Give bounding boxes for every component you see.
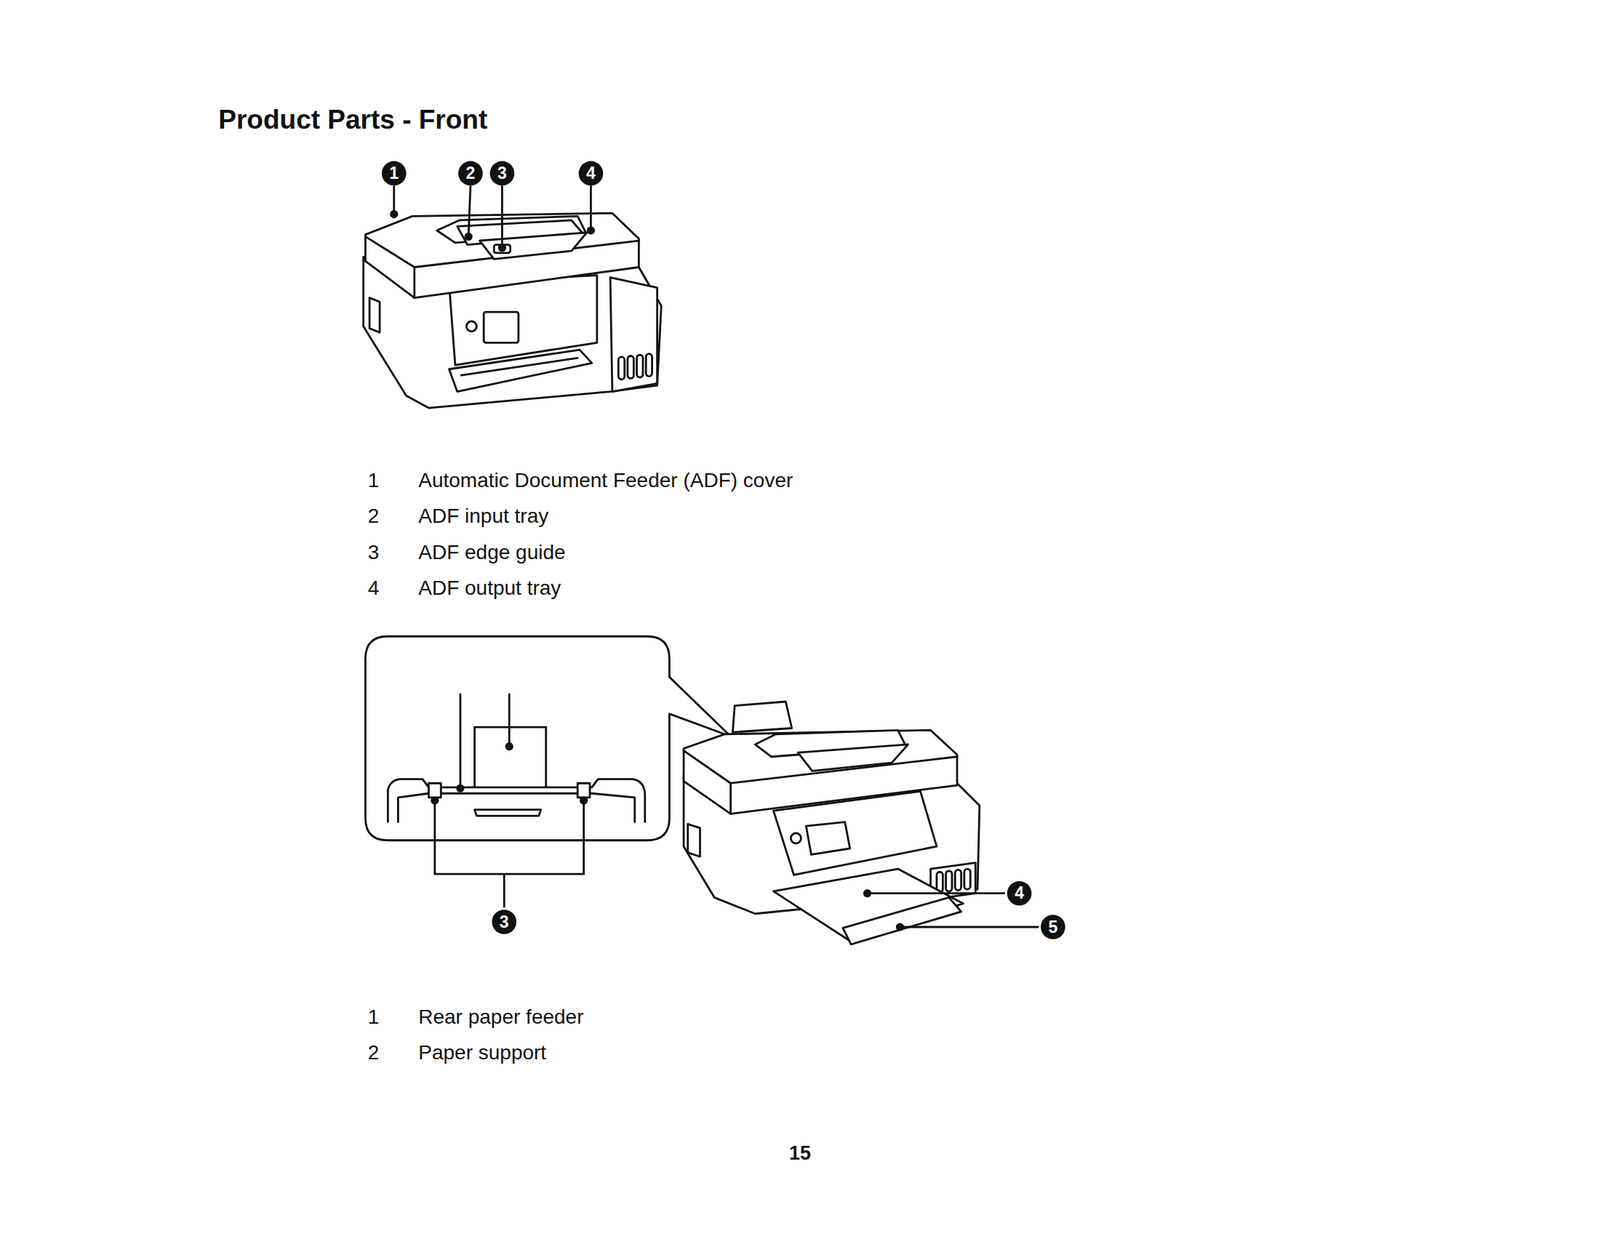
leader-line (501, 185, 504, 248)
leader-dot (864, 890, 870, 897)
leader-line (392, 185, 395, 214)
paper-support-up (732, 701, 792, 733)
rear-paper-feeder (387, 779, 645, 823)
callout-number: 2 (496, 668, 522, 694)
callout-number: 4 (1007, 881, 1032, 907)
power-button (790, 833, 801, 844)
scanner-lid (683, 730, 958, 814)
output-tray (448, 349, 592, 392)
callout-circle (1007, 881, 1032, 907)
leader-line (459, 693, 462, 789)
list-number: 4 (368, 576, 380, 600)
feeder-tab (474, 810, 542, 816)
adf-output-tray (480, 232, 587, 259)
callout-number: 3 (489, 161, 515, 187)
edge-guide-right (577, 783, 590, 798)
leader-lines (391, 185, 595, 251)
leader-dot (465, 233, 472, 240)
callout-circle (381, 161, 407, 187)
leader-line (468, 185, 471, 237)
callout-circle (578, 161, 604, 187)
part-name: Paper support (418, 1041, 547, 1065)
ink-window (637, 354, 643, 378)
ink-windows (618, 354, 652, 380)
leader-dot (457, 785, 464, 792)
callout-number: 1 (381, 161, 407, 187)
adf-edge-guide (493, 245, 510, 254)
ink-window (645, 354, 652, 377)
detail-callout (365, 636, 731, 841)
leader-dot (506, 744, 512, 750)
list-number: 2 (368, 504, 380, 528)
left-slot (369, 298, 380, 334)
list-number: 1 (368, 469, 380, 493)
ink-window (954, 869, 961, 891)
ink-window (627, 356, 634, 379)
callout-number: 5 (1040, 915, 1066, 941)
scanner-lid-edge (365, 236, 639, 298)
power-button (466, 321, 477, 332)
leader-dot (896, 924, 903, 931)
left-slot (688, 824, 701, 857)
output-tray-inner (461, 357, 578, 376)
lcd-screen (483, 312, 519, 343)
feeder-slot (397, 793, 635, 822)
detail-frame (365, 636, 731, 841)
page-title: Product Parts - Front (218, 104, 488, 136)
leader-line (867, 892, 1006, 895)
leader-dot (580, 797, 587, 804)
callout-circle (490, 161, 515, 187)
callout-number: 3 (491, 910, 517, 936)
callout-number: 2 (458, 161, 483, 187)
ink-window (964, 869, 971, 890)
part-name: Automatic Document Feeder (ADF) cover (418, 469, 793, 493)
leader-dot (391, 210, 398, 217)
callout-circle (491, 909, 517, 935)
callout-circle (1040, 914, 1066, 940)
callout-number: 1 (448, 668, 474, 694)
part-name: Rear paper feeder (418, 1005, 584, 1030)
adf-output (797, 744, 908, 771)
printer-extended (683, 701, 980, 945)
page-number: 15 (789, 1142, 811, 1166)
callout-circle (458, 161, 483, 187)
ink-windows (936, 869, 971, 893)
leader-line (899, 926, 1039, 929)
list-number: 2 (368, 1041, 380, 1065)
detail-leaders (432, 693, 587, 909)
leader-dot (432, 797, 438, 804)
output-tray-extension (842, 897, 962, 945)
bracket (434, 800, 584, 908)
lcd-screen (805, 822, 850, 856)
ink-tank (610, 277, 658, 392)
leader-dot (498, 245, 505, 251)
part-name: ADF input tray (418, 504, 549, 528)
ink-window (618, 357, 624, 380)
part-name: ADF edge guide (418, 541, 566, 565)
ink-window (946, 871, 952, 892)
part-name: ADF output tray (418, 576, 561, 600)
leader-dot (587, 227, 594, 234)
printer-front (363, 213, 662, 408)
tray-leaders (864, 890, 1039, 931)
callout-number: 4 (578, 161, 604, 187)
edge-guide-left (428, 783, 441, 798)
list-number: 1 (368, 1005, 380, 1030)
list-number: 3 (368, 541, 380, 565)
leader-line (508, 693, 511, 747)
leader-line (589, 185, 592, 231)
